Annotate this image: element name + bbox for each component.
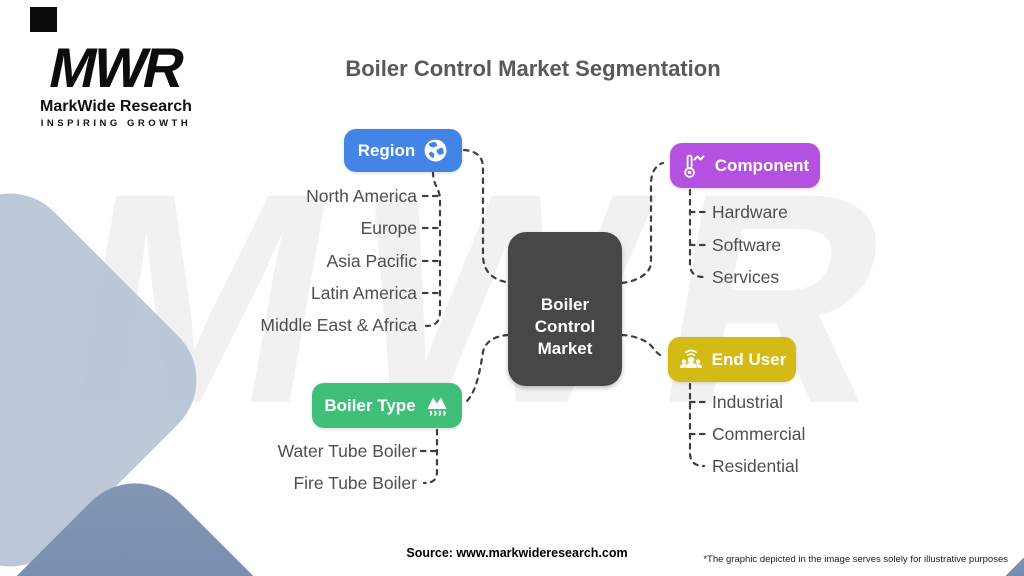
- decor-corner-square: [30, 7, 57, 32]
- leaf-label: Software: [712, 235, 782, 255]
- leaf-label: Commercial: [712, 424, 806, 444]
- branch-node-end-user: End User: [668, 337, 796, 382]
- branch-node-component: Component: [670, 143, 820, 188]
- central-node-line: Boiler: [540, 295, 590, 314]
- user-group-icon: [678, 347, 704, 373]
- region-node-label: Region: [357, 140, 416, 160]
- branch-node-region: Region: [344, 129, 462, 172]
- logo-name: MarkWide Research: [40, 98, 192, 115]
- central-node-line: Control: [534, 317, 596, 336]
- leaf-label: Services: [712, 267, 780, 287]
- globe-icon: [423, 138, 448, 163]
- end-user-node-label: End User: [711, 349, 787, 369]
- logo-tagline: INSPIRING GROWTH: [40, 118, 192, 129]
- branch-node-boiler-type: Boiler Type: [312, 383, 462, 428]
- leaf-label: Latin America: [310, 283, 417, 303]
- leaf-label: Fire Tube Boiler: [293, 473, 417, 493]
- thermometer-icon: [681, 153, 707, 179]
- boiler-type-node-label: Boiler Type: [324, 395, 416, 415]
- component-node-label: Component: [714, 155, 810, 175]
- central-node-line: Market: [537, 339, 593, 358]
- central-node-boiler-control-market: Boiler Control Market: [508, 232, 622, 386]
- leaf-label: Water Tube Boiler: [277, 441, 417, 461]
- leaf-label: Europe: [360, 218, 417, 238]
- logo-monogram: MWR: [43, 36, 189, 99]
- page-title: Boiler Control Market Segmentation: [345, 56, 721, 81]
- disclaimer-text: *The graphic depicted in the image serve…: [703, 554, 1008, 565]
- leaf-label: Residential: [712, 456, 799, 476]
- leaf-label: Asia Pacific: [326, 251, 417, 271]
- source-text: Source: www.markwideresearch.com: [406, 546, 628, 560]
- markwide-logo: MWR MarkWide Research INSPIRING GROWTH: [28, 36, 204, 129]
- leaf-label: North America: [306, 186, 417, 206]
- leaf-label: Hardware: [712, 202, 788, 222]
- boiler-steam-icon: [424, 393, 450, 419]
- leaf-label: Middle East & Africa: [260, 315, 417, 335]
- leaf-label: Industrial: [712, 392, 784, 412]
